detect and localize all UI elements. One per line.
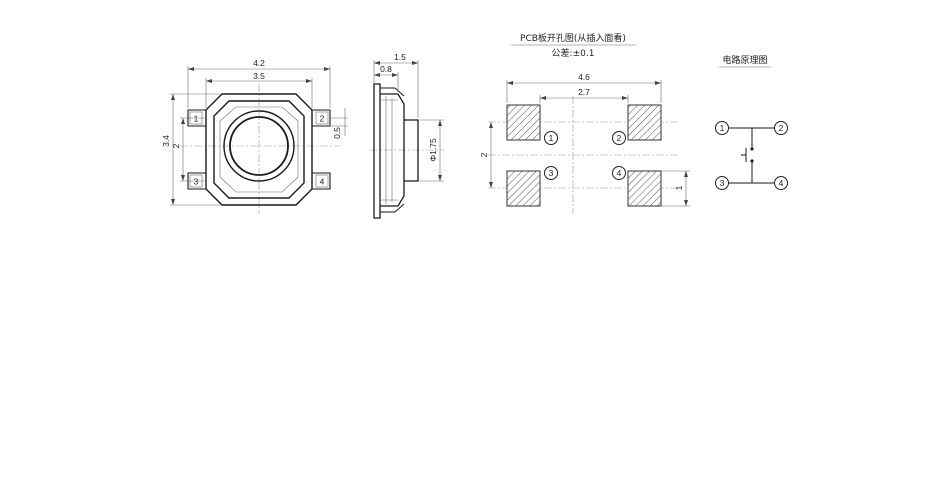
pcb-pad-3	[506, 170, 541, 207]
dim-lead: 0.5	[332, 127, 342, 139]
top-view: 1 2 3 4 4.2 3.5 3.4	[161, 58, 348, 214]
dim-pcb-pad: 1	[674, 185, 684, 190]
dim-width-outer: 4.2	[253, 58, 265, 68]
pin-label: 4	[617, 168, 622, 178]
side-actuator	[404, 119, 419, 182]
dim-side-total: 1.5	[394, 52, 406, 62]
pcb-title: PCB板开孔图(从插入面看)	[520, 32, 626, 44]
schematic-pins: 1 2 3 4	[715, 121, 788, 190]
side-body	[380, 93, 405, 207]
top-width-dimensions: 4.2 3.5	[187, 58, 331, 108]
pin-label: 1	[194, 114, 199, 124]
switch-body-inner	[213, 100, 305, 199]
pcb-layout: PCB板开孔图(从插入面看) 公差:±0.1 1 2 3 4 4.6	[479, 32, 690, 214]
terminal-leads	[187, 109, 331, 190]
pin-label: 2	[320, 114, 325, 124]
switch-body-outline	[205, 93, 313, 206]
pin-label: 3	[720, 178, 725, 188]
pcb-pad-4	[627, 170, 662, 207]
dim-pcb-height: 2	[479, 152, 489, 157]
dim-actuator-diameter: Φ1.75	[428, 138, 438, 162]
pcb-pad-2	[627, 104, 662, 141]
pcb-pin-labels: 1 2 3 4	[544, 131, 626, 180]
pin-label: 1	[549, 133, 554, 143]
dim-width-inner: 3.5	[253, 71, 265, 81]
side-view: 1.5 0.8 Φ1.75	[370, 52, 445, 219]
pin-label: 3	[194, 177, 199, 187]
actuator-outer-ring	[223, 110, 295, 182]
actuator-button	[229, 116, 289, 176]
pin-label: 2	[617, 133, 622, 143]
pin-label: 1	[720, 123, 725, 133]
dim-pcb-width-inner: 2.7	[578, 87, 590, 97]
pin-label: 2	[779, 123, 784, 133]
top-height-dimensions: 3.4 2 0.5	[161, 93, 348, 206]
dim-height-outer: 3.4	[161, 135, 171, 147]
schematic-title: 电路原理图	[722, 54, 767, 66]
pin-label: 3	[549, 168, 554, 178]
pcb-pad-1	[506, 104, 541, 141]
pin-label: 4	[320, 177, 325, 187]
pin-label: 4	[779, 178, 784, 188]
dim-pcb-width-outer: 4.6	[578, 72, 590, 82]
dim-side-body: 0.8	[380, 64, 392, 74]
dim-height-inner: 2	[171, 143, 181, 148]
schematic: 电路原理图 1 2 3 4	[715, 54, 788, 190]
pcb-tolerance: 公差:±0.1	[552, 47, 595, 59]
